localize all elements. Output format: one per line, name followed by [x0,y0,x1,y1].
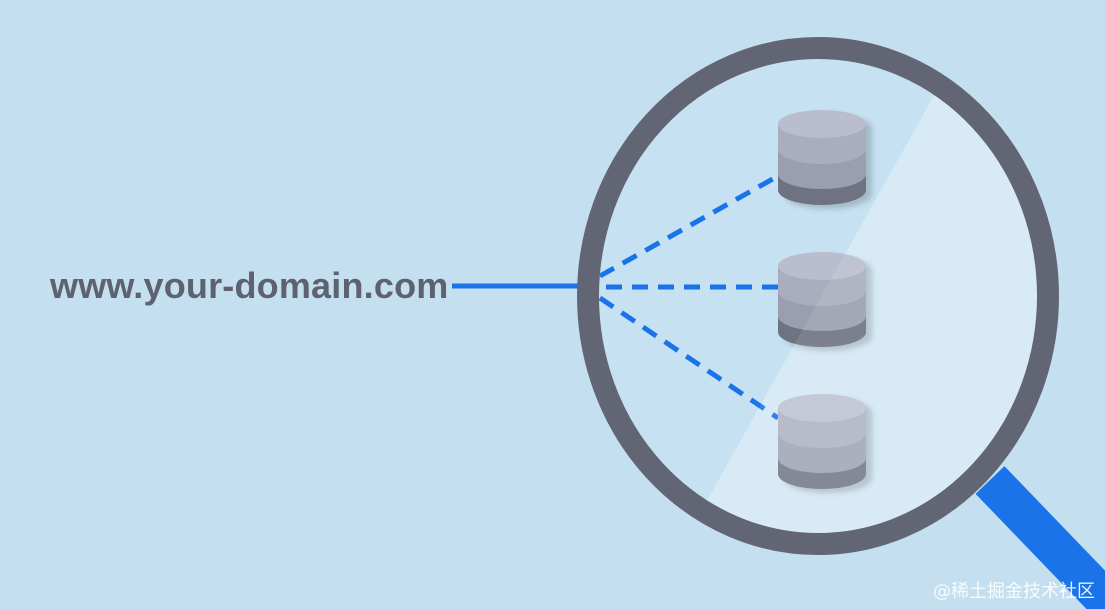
domain-name-label: www.your-domain.com [50,265,449,306]
magnifier-ring [577,37,1059,555]
server-top [778,110,866,205]
database-icon [778,394,866,489]
database-icon [778,252,866,347]
watermark-text: @稀土掘金技术社区 [933,581,1095,602]
server-middle [778,252,866,347]
dashed-line-top [598,173,780,279]
dashed-line-bottom [598,295,780,421]
magnifier-handle [975,466,1105,609]
dashed-connections [598,173,780,421]
database-icon [778,110,866,205]
server-bottom [778,394,866,489]
